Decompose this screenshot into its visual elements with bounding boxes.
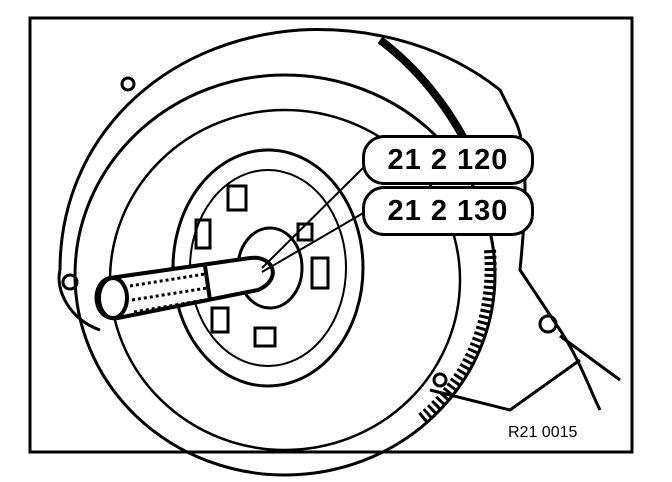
leader-line [261,211,366,273]
housing-bolt-left [61,273,79,291]
leader-line [261,165,366,269]
damper-spring [194,218,212,250]
housing-strap [377,36,474,152]
damper-spring [226,184,248,212]
tool-number-label: 21 2 130 [362,186,534,236]
reference-code: R21 0015 [508,424,578,441]
centering-tool-collar [203,265,212,301]
housing-bolt-top [120,76,136,92]
housing-bolt-right [538,314,558,334]
housing-outline [58,28,602,411]
centering-tool-knurl [129,272,208,314]
release-fork [559,334,621,382]
release-fork [429,358,581,412]
diagram-border [28,16,634,454]
damper-spring [210,306,230,334]
housing-left-lobe [57,269,101,332]
damper-spring [310,256,330,290]
tool-number-label: 21 2 120 [362,135,534,185]
housing-bolt-bottom [432,372,448,388]
damper-spring [253,326,277,348]
ring-gear [416,249,497,425]
centering-tool-end [97,276,129,320]
